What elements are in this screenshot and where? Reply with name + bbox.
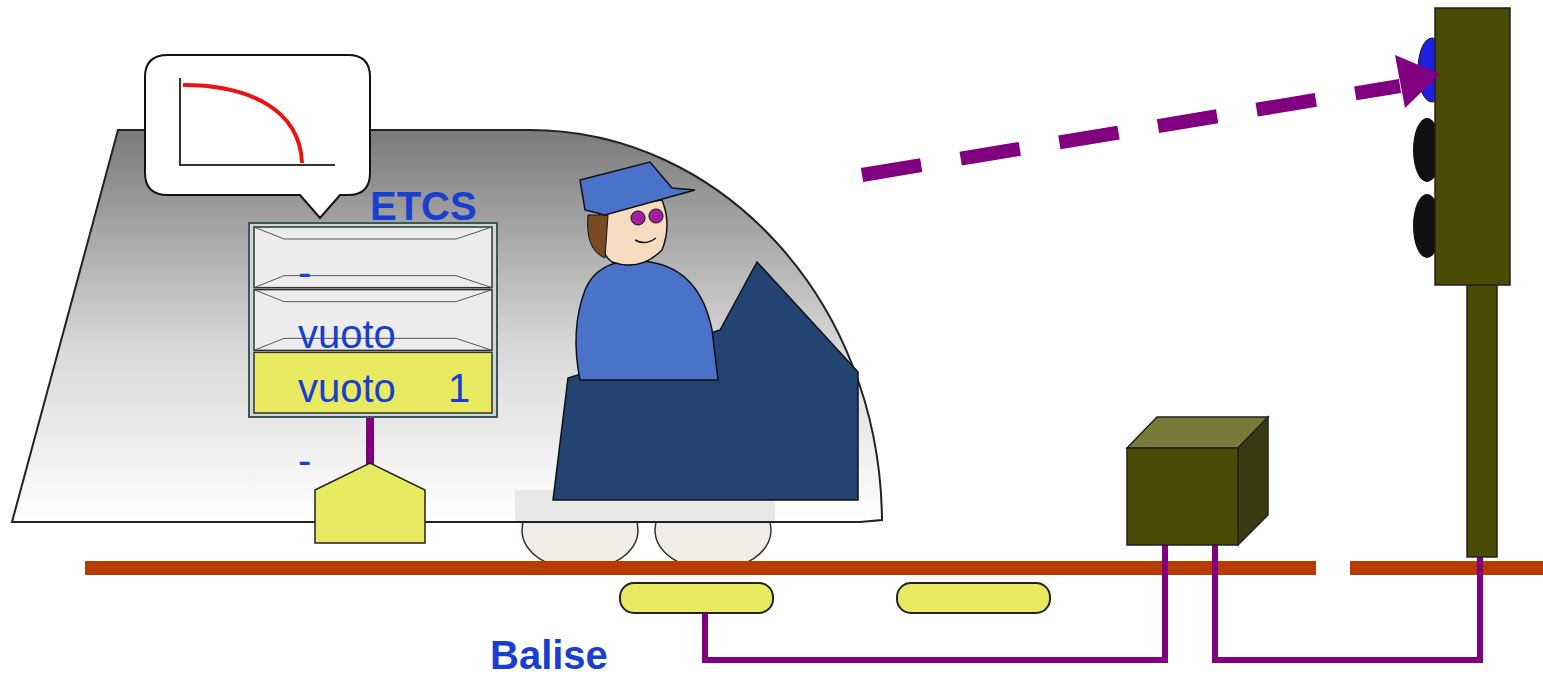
- driver-mouth: [635, 238, 656, 243]
- rail: [1350, 561, 1543, 575]
- braking-curve: [183, 85, 302, 163]
- rack-slot: [254, 227, 492, 288]
- antenna: [315, 463, 425, 543]
- callout-bubble: [145, 55, 370, 218]
- train-body: [12, 130, 882, 522]
- slot-bevel: [254, 276, 492, 288]
- graph-axes: [180, 78, 335, 165]
- slot-label: 1: [448, 368, 470, 408]
- encoder-box: [1238, 417, 1268, 545]
- arrow-head: [1395, 55, 1440, 108]
- node-heading: ETCS: [370, 186, 477, 226]
- train-floor: [12, 521, 860, 523]
- antenna-cable: [366, 418, 374, 466]
- sight-line: [862, 86, 1400, 175]
- driver-glasses: [649, 209, 663, 223]
- etcs-rack: ETCS-vuotovuoto1: [248, 222, 498, 418]
- signal-head: [1435, 8, 1510, 285]
- balise: [897, 583, 1050, 613]
- slot-bevel: [254, 290, 492, 302]
- rack-slot: [254, 352, 492, 413]
- slot-label: -: [298, 252, 311, 292]
- driver-glasses: [631, 211, 645, 225]
- balise-label: Balise: [490, 635, 608, 675]
- driver-hair: [588, 215, 608, 258]
- wire: [1215, 545, 1480, 660]
- rail: [85, 561, 1316, 575]
- slot-label: vuoto: [298, 368, 396, 408]
- wire: [705, 545, 1165, 660]
- driver-cap: [580, 162, 695, 215]
- rack-frame: [249, 223, 497, 417]
- slot-label: -: [298, 440, 311, 480]
- driver-body: [576, 261, 718, 380]
- encoder-box: [1127, 448, 1238, 545]
- slot-label: vuoto: [298, 314, 396, 354]
- slot-bevel: [254, 227, 492, 239]
- signal-post: [1467, 280, 1497, 557]
- balise: [620, 583, 773, 613]
